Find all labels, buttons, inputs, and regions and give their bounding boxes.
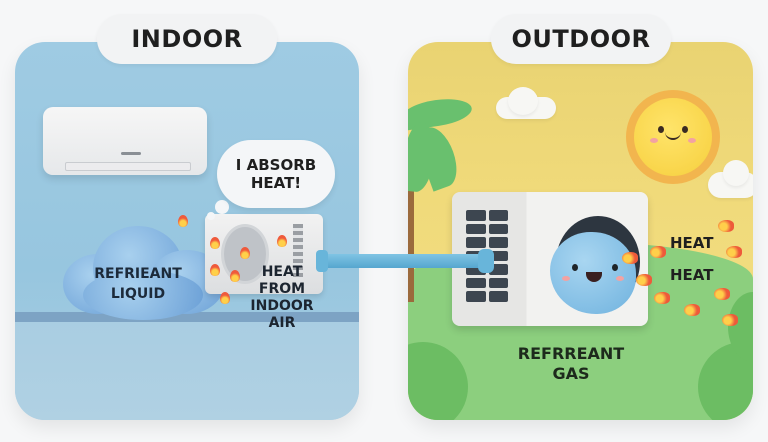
- palm-trunk-icon: [408, 182, 414, 302]
- thought-bubble: I ABSORB HEAT!: [217, 140, 335, 208]
- heat-label: HEAT: [670, 234, 714, 252]
- cheek-icon: [562, 276, 570, 281]
- fireball-icon: [684, 304, 700, 316]
- flame-icon: [277, 235, 287, 247]
- indoor-panel: I ABSORB HEAT! REFRIEANT LIQUID HEAT FRO…: [15, 42, 359, 420]
- air-conditioner-icon: [43, 107, 207, 175]
- liquid-label-line-1: REFRIEANT: [94, 266, 182, 282]
- floor: [15, 322, 359, 420]
- flame-icon: [240, 247, 250, 259]
- heat-from-indoor-air-label: HEAT FROM INDOOR AIR: [247, 264, 317, 332]
- thought-line-1: I ABSORB: [235, 156, 317, 174]
- sun-icon: [634, 98, 712, 176]
- liquid-label-line-2: LIQUID: [110, 286, 166, 302]
- flame-icon: [230, 270, 240, 282]
- heat-label: HEAT: [670, 266, 714, 284]
- indoor-title: INDOOR: [97, 14, 277, 64]
- pipe-connector-icon: [316, 250, 328, 272]
- fireball-icon: [726, 246, 742, 258]
- refrigerant-liquid-label: REFRIEANT LIQUID: [73, 264, 203, 304]
- ac-vent-icon: [65, 162, 191, 171]
- outdoor-panel: REFRREANT GAS HEAT HEAT: [408, 42, 753, 420]
- refrigerant-gas-label: REFRREANT GAS: [496, 344, 646, 384]
- fireball-icon: [714, 288, 730, 300]
- heat-label-line-1: HEAT: [261, 264, 303, 280]
- mouth-icon: [586, 272, 602, 282]
- smile-icon: [665, 132, 681, 140]
- outdoor-title: OUTDOOR: [491, 14, 671, 64]
- fireball-icon: [718, 220, 734, 232]
- eye-icon: [612, 264, 618, 271]
- ac-indicator-icon: [121, 152, 141, 155]
- grill-icon: [293, 224, 303, 280]
- eye-icon: [682, 126, 688, 133]
- eye-icon: [658, 126, 664, 133]
- eye-icon: [572, 264, 578, 271]
- flame-icon: [220, 292, 230, 304]
- cheek-icon: [688, 138, 696, 143]
- thought-dot-icon: [215, 200, 229, 214]
- cheek-icon: [650, 138, 658, 143]
- fireball-icon: [636, 274, 652, 286]
- refrigerant-liquid-cloud-icon: [63, 220, 225, 320]
- baseboard: [15, 312, 359, 322]
- thought-dot-icon: [207, 212, 215, 220]
- gas-label-line-2: GAS: [552, 364, 590, 383]
- fireball-icon: [622, 252, 638, 264]
- flame-icon: [210, 237, 220, 249]
- cheek-icon: [616, 276, 624, 281]
- heat-label-line-4: AIR: [268, 315, 296, 331]
- cloud-icon: [723, 160, 749, 186]
- thought-line-2: HEAT!: [250, 174, 302, 192]
- smiling-gas-blob-icon: [550, 232, 636, 314]
- fireball-icon: [650, 246, 666, 258]
- gas-label-line-1: REFRREANT: [517, 344, 625, 363]
- indoor-coil-unit-icon: [205, 214, 323, 294]
- heat-label-line-2: FROM: [258, 281, 306, 297]
- flame-icon: [178, 215, 188, 227]
- fireball-icon: [654, 292, 670, 304]
- cloud-icon: [508, 87, 538, 115]
- pipe-connector-icon: [478, 249, 494, 273]
- heat-label-line-3: INDOOR: [250, 298, 314, 314]
- refrigerant-pipe-icon: [318, 254, 490, 268]
- flame-icon: [210, 264, 220, 276]
- fireball-icon: [722, 314, 738, 326]
